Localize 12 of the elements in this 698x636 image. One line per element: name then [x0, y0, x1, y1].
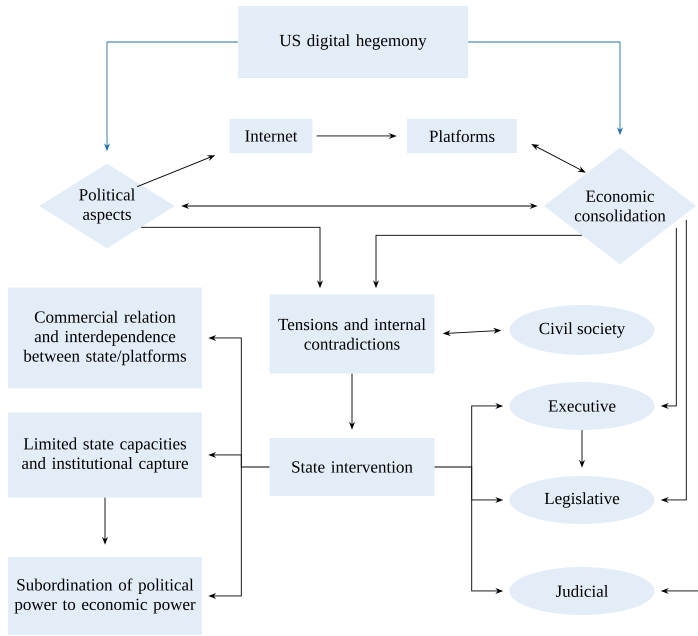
process-box: Platforms [407, 118, 517, 153]
process-box: Tensions and internal contradictions [270, 294, 434, 374]
ellipse-node: Legislative [510, 476, 654, 524]
ellipse-node: Judicial [510, 566, 654, 615]
ellipse-node: Civil society [510, 304, 654, 355]
process-box: US digital hegemony [238, 6, 468, 78]
ellipse-node: Executive [510, 382, 654, 430]
process-box: Subordination of political power to economic power [8, 556, 202, 635]
process-box: State intervention [270, 438, 434, 496]
process-box: Internet [230, 118, 312, 153]
process-box: Limited state capacities and institutional capture [8, 412, 202, 498]
process-box: Commercial relation and interdependence between state/platforms [8, 287, 202, 388]
